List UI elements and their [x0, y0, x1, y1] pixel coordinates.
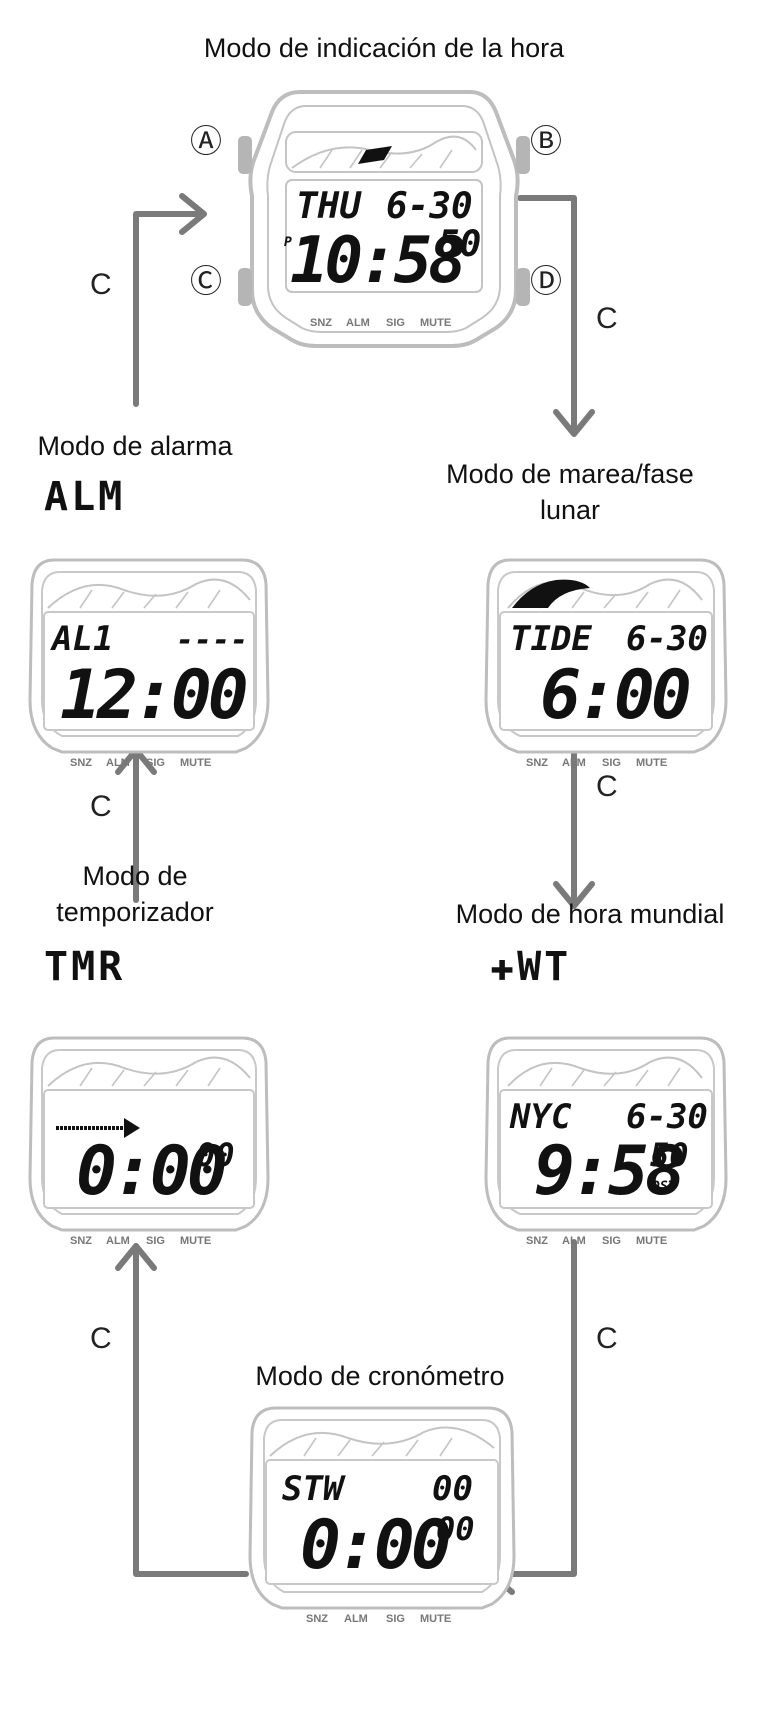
indicator-row-stopwatch: SNZ ALM SIG MUTE: [306, 1613, 451, 1625]
code-tmr: TMR: [44, 944, 126, 990]
indicator-mute: MUTE: [636, 757, 667, 769]
indicator-snz: SNZ: [526, 1235, 548, 1247]
watch-stopwatch: [248, 1406, 516, 1610]
watch-timer: [28, 1036, 270, 1232]
indicator-snz: SNZ: [526, 757, 548, 769]
arrow-alarm-to-timekeeping: [133, 211, 205, 407]
indicator-mute: MUTE: [180, 757, 211, 769]
indicator-row-alarm: SNZ ALM SIG MUTE: [70, 757, 211, 769]
stopwatch-lap: 00: [432, 1469, 473, 1509]
label-tide-moon-mode: Modo de marea/fase lunar: [420, 456, 720, 528]
alarm-time: 12:00: [60, 656, 246, 735]
stopwatch-time: 0:00: [300, 1506, 449, 1585]
indicator-sig: SIG: [146, 1235, 165, 1247]
indicator-snz: SNZ: [306, 1613, 328, 1625]
dst-indicator: DST: [651, 1179, 677, 1194]
indicator-mute: MUTE: [420, 317, 451, 329]
indicator-row-timer: SNZ ALM SIG MUTE: [70, 1235, 211, 1247]
button-b-label: Ⓑ: [530, 123, 563, 159]
indicator-snz: SNZ: [70, 1235, 92, 1247]
indicator-row-worldtime: SNZ ALM SIG MUTE: [526, 1235, 667, 1247]
indicator-alm: ALM: [106, 757, 130, 769]
label-timekeeping-mode: Modo de indicación de la hora: [203, 33, 565, 63]
arrow-stopwatch-to-timer: [133, 1243, 249, 1577]
indicator-sig: SIG: [386, 1613, 405, 1625]
indicator-snz: SNZ: [310, 317, 332, 329]
indicator-alm: ALM: [344, 1613, 368, 1625]
label-stopwatch-mode: Modo de cronómetro: [255, 1361, 505, 1391]
timekeeping-seconds: 50: [438, 224, 481, 265]
timekeeping-pm-indicator: P: [284, 235, 292, 250]
c-label-right-bottom: C: [596, 1322, 618, 1355]
c-label-left-top: C: [90, 268, 112, 301]
watch-tide-moon: [484, 558, 728, 754]
tide-time: 6:00: [540, 656, 689, 735]
worldtime-time: 9:58: [534, 1132, 683, 1211]
arrow-timekeeping-to-tide: [517, 195, 577, 435]
label-alarm-mode: Modo de alarma: [37, 431, 233, 461]
timer-time: 0:00: [76, 1132, 225, 1211]
indicator-mute: MUTE: [180, 1235, 211, 1247]
timekeeping-time: 10:58: [290, 224, 464, 298]
code-alm: ALM: [44, 474, 126, 520]
button-a-label: Ⓐ: [190, 123, 223, 159]
label-tide-moon-line1: Modo de marea/fase: [446, 459, 694, 489]
watch-alarm: [28, 558, 270, 754]
indicator-mute: MUTE: [420, 1613, 451, 1625]
tide-mode-indicator: TIDE: [510, 619, 592, 659]
button-c-label: Ⓒ: [190, 263, 223, 299]
indicator-alm: ALM: [346, 317, 370, 329]
tide-date: 6-30: [626, 619, 708, 659]
stopwatch-subseconds: 00: [436, 1510, 475, 1548]
timekeeping-day: THU: [296, 186, 362, 227]
arrow-worldtime-to-stopwatch: [489, 1239, 577, 1577]
label-timer-line2: temporizador: [56, 897, 214, 927]
indicator-alm: ALM: [562, 757, 586, 769]
indicator-row-timekeeping: SNZ ALM SIG MUTE: [310, 317, 451, 329]
timer-subseconds: 00: [196, 1136, 235, 1174]
watch-timekeeping: [238, 90, 530, 348]
worldtime-city: NYC: [509, 1097, 572, 1137]
worldtime-date: 6-30: [626, 1097, 708, 1137]
code-wt: ✚WT: [490, 944, 572, 990]
alarm-number: AL1: [50, 619, 113, 659]
indicator-snz: SNZ: [70, 757, 92, 769]
indicator-mute: MUTE: [636, 1235, 667, 1247]
indicator-sig: SIG: [602, 1235, 621, 1247]
worldtime-seconds: 50: [650, 1136, 689, 1174]
c-label-right-top: C: [596, 302, 618, 335]
alarm-status: ----: [176, 623, 248, 658]
c-label-right-mid: C: [596, 770, 618, 803]
indicator-row-tide: SNZ ALM SIG MUTE: [526, 757, 667, 769]
watch-world-time: [484, 1036, 728, 1232]
label-timer-line1: Modo de: [82, 861, 188, 891]
button-d-label: Ⓓ: [530, 263, 563, 299]
indicator-sig: SIG: [386, 317, 405, 329]
timekeeping-date: 6-30: [386, 186, 473, 227]
indicator-alm: ALM: [562, 1235, 586, 1247]
indicator-sig: SIG: [146, 757, 165, 769]
label-timer-mode: Modo de temporizador: [40, 858, 230, 930]
indicator-alm: ALM: [106, 1235, 130, 1247]
stopwatch-mode-indicator: STW: [282, 1469, 346, 1509]
indicator-sig: SIG: [602, 757, 621, 769]
label-world-time-mode: Modo de hora mundial: [455, 899, 725, 929]
label-tide-moon-line2: lunar: [539, 495, 601, 525]
c-label-left-bottom: C: [90, 1322, 112, 1355]
c-label-left-mid: C: [90, 790, 112, 823]
